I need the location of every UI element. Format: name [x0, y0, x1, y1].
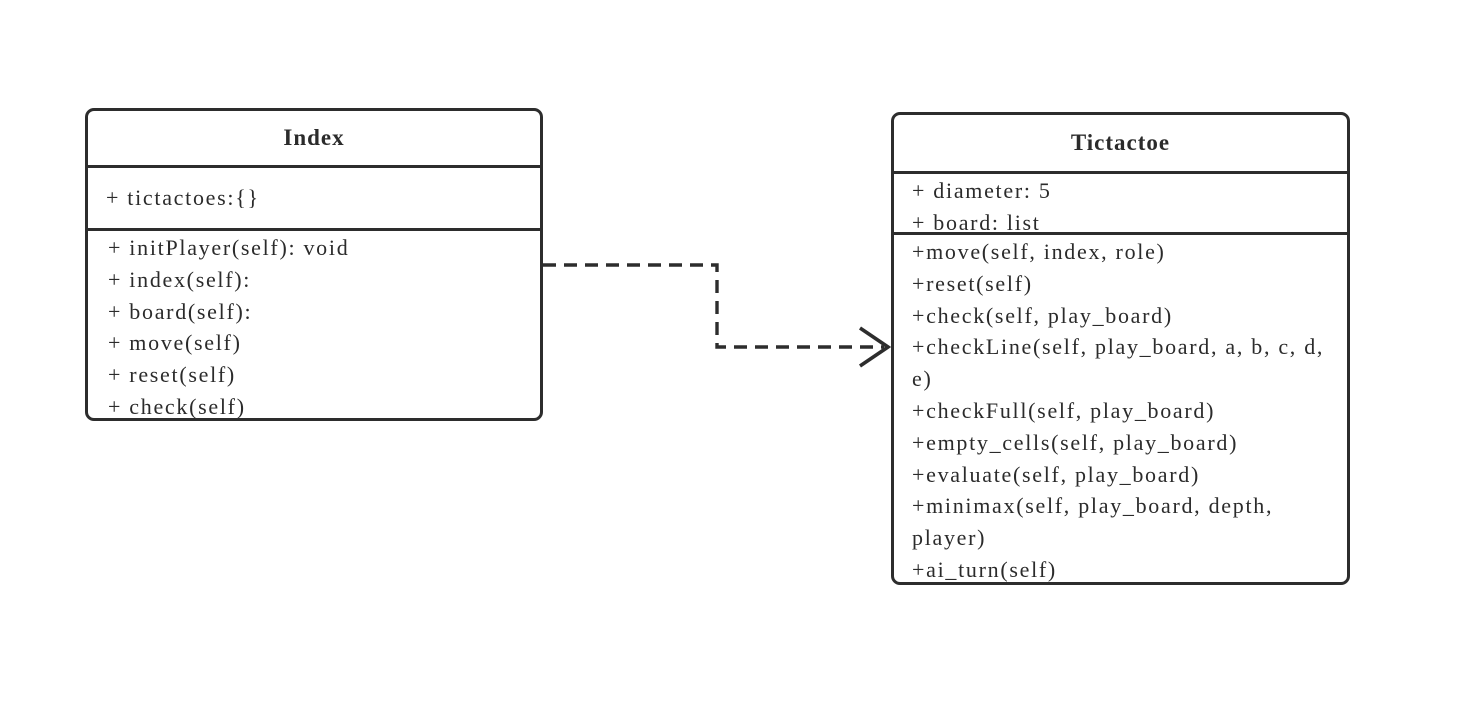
attribute-row: + tictactoes:{} — [106, 185, 260, 211]
attribute-row: + diameter: 5 — [912, 178, 1052, 203]
method-row: +evaluate(self, play_board) — [912, 461, 1200, 487]
method-row: + initPlayer(self): void — [108, 235, 350, 260]
method-row: +checkLine(self, play_board, a, b, c, d,… — [912, 334, 1325, 392]
class-methods-tictactoe: +move(self, index, role) +reset(self) +c… — [894, 235, 1347, 582]
method-row: + reset(self) — [108, 362, 236, 388]
method-row: +move(self, index, role) — [912, 239, 1166, 264]
dependency-line — [543, 263, 884, 349]
class-methods-index: + initPlayer(self): void + index(self): … — [88, 231, 540, 418]
method-row: + index(self): — [108, 266, 252, 292]
class-box-tictactoe: Tictactoe + diameter: 5 + board: list +m… — [891, 112, 1350, 585]
class-attributes-index: + tictactoes:{} — [88, 168, 540, 231]
method-row: + board(self): — [108, 298, 253, 324]
method-row: + move(self) — [108, 330, 242, 356]
method-row: +check(self, play_board) — [912, 302, 1173, 328]
method-row: + check(self) — [108, 393, 246, 418]
attribute-row: + board: list — [912, 209, 1041, 235]
open-arrowhead-icon — [858, 326, 892, 368]
method-row: +checkFull(self, play_board) — [912, 397, 1216, 423]
method-row: +empty_cells(self, play_board) — [912, 429, 1239, 455]
class-title-index: Index — [88, 111, 540, 168]
class-box-index: Index + tictactoes:{} + initPlayer(self)… — [85, 108, 543, 421]
method-row: +minimax(self, play_board, depth, player… — [912, 493, 1274, 551]
method-row: +reset(self) — [912, 270, 1033, 296]
class-attributes-tictactoe: + diameter: 5 + board: list — [894, 174, 1347, 235]
method-row: +ai_turn(self) — [912, 556, 1057, 582]
class-title-tictactoe: Tictactoe — [894, 115, 1347, 174]
